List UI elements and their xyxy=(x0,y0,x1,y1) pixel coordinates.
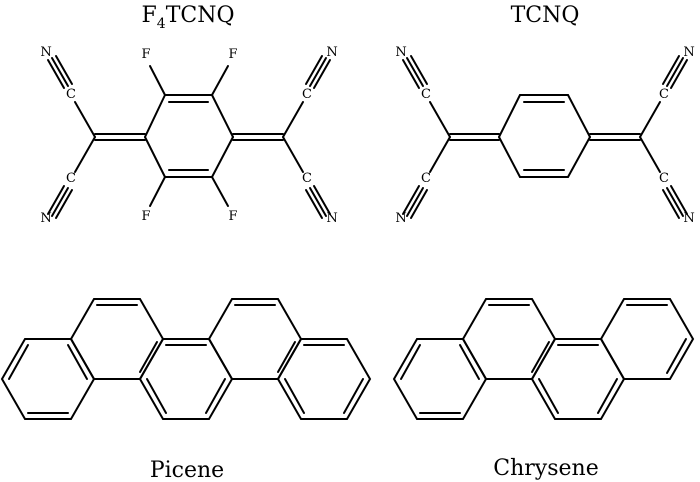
chrysene-ring-2 xyxy=(461,298,557,380)
tcnq-atom-labels: C C C C N N N N xyxy=(395,45,694,226)
chrysene-ring-4 xyxy=(599,298,695,380)
atom-c: C xyxy=(302,87,312,102)
f4tcnq-title: F4TCNQ xyxy=(142,3,235,32)
tcnq-molecule: C C C C N N N N xyxy=(395,45,694,226)
picene-molecule xyxy=(0,298,372,420)
atom-n: N xyxy=(395,211,406,226)
atom-f: F xyxy=(228,209,237,224)
picene-ring-1 xyxy=(0,338,96,420)
atom-n: N xyxy=(326,211,337,226)
atom-f: F xyxy=(228,47,237,62)
tcnq-cyano-right xyxy=(639,55,688,219)
f4tcnq-cyano-right xyxy=(282,55,331,219)
f4tcnq-atom-labels: F F F F C C C C N N N N xyxy=(40,45,337,226)
chrysene-molecule xyxy=(392,298,695,420)
picene-ring-4 xyxy=(207,298,303,380)
atom-n: N xyxy=(326,45,337,60)
chrysene-ring-1 xyxy=(392,338,488,420)
atom-c: C xyxy=(66,171,76,186)
atom-c: C xyxy=(421,171,431,186)
f4tcnq-title-rest: TCNQ xyxy=(166,3,235,28)
chrysene-ring-3 xyxy=(530,338,626,420)
f4tcnq-fluorine-bonds xyxy=(149,65,229,207)
atom-c: C xyxy=(66,87,76,102)
tcnq-exocyclic-double-bonds xyxy=(449,133,641,141)
f4tcnq-ring xyxy=(144,94,234,178)
picene-ring-3 xyxy=(138,338,234,420)
atom-n: N xyxy=(395,45,406,60)
picene-title: Picene xyxy=(150,458,224,482)
atom-c: C xyxy=(659,87,669,102)
f4tcnq-molecule: F F F F C C C C N N N N xyxy=(40,45,337,226)
atom-f: F xyxy=(141,209,150,224)
tcnq-title: TCNQ xyxy=(511,3,580,28)
atom-c: C xyxy=(302,171,312,186)
chrysene-title: Chrysene xyxy=(493,456,598,481)
atom-f: F xyxy=(141,47,150,62)
picene-ring-2 xyxy=(69,298,165,380)
atom-n: N xyxy=(40,45,51,60)
atom-c: C xyxy=(421,87,431,102)
f4tcnq-exocyclic-double-bonds xyxy=(94,133,284,141)
tcnq-ring xyxy=(498,94,591,178)
f4tcnq-cyano-left xyxy=(47,55,96,219)
f4tcnq-title-f: F xyxy=(142,3,157,28)
atom-n: N xyxy=(683,45,694,60)
tcnq-cyano-left xyxy=(402,55,451,219)
atom-n: N xyxy=(683,211,694,226)
f4tcnq-title-subscript: 4 xyxy=(157,16,166,32)
atom-c: C xyxy=(659,171,669,186)
picene-ring-5 xyxy=(276,338,372,420)
atom-n: N xyxy=(40,211,51,226)
